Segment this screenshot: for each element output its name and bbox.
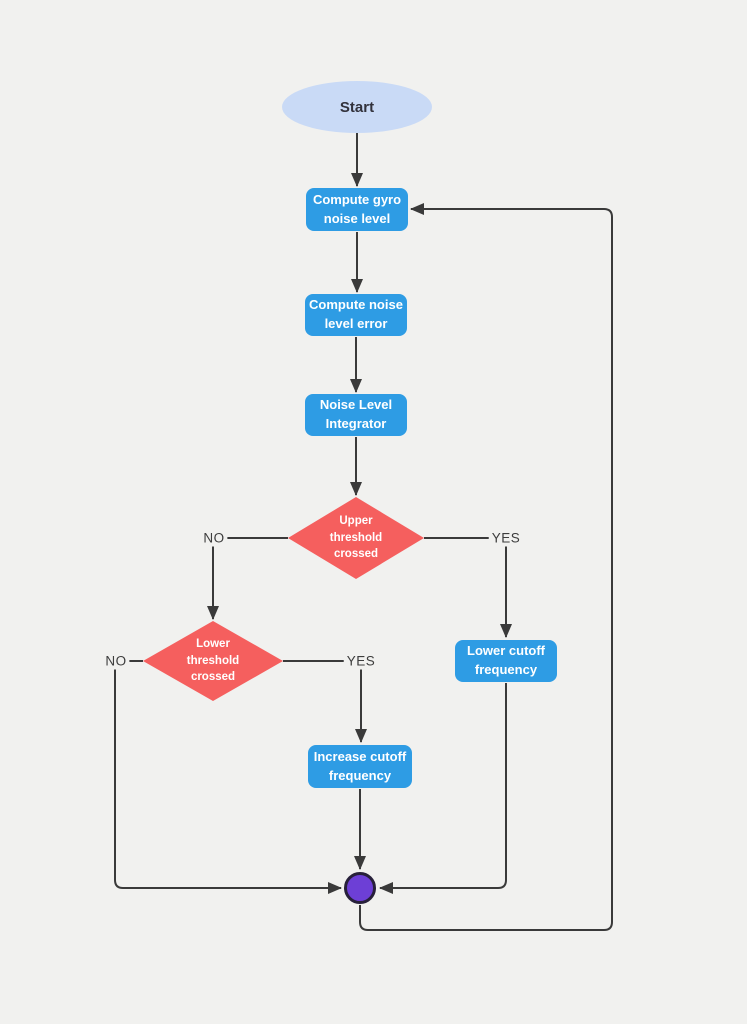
edge-lower-threshold-no-to-junction	[114, 660, 342, 894]
edge-upper-threshold-no-to-lower-threshold	[207, 537, 288, 620]
node-compute-noise-level-error: Compute noise level error	[305, 294, 407, 336]
edge-lower-threshold-yes-to-increase-cutoff	[283, 660, 367, 743]
node-upper-threshold-label: Upper threshold crossed	[329, 514, 383, 561]
node-compute-gyro-noise-level: Compute gyro noise level	[306, 188, 408, 231]
node-junction-connector	[344, 872, 376, 904]
node-increase-cutoff-frequency: Increase cutoff frequency	[308, 745, 412, 788]
edge-upper-threshold-yes-to-lower-cutoff	[424, 537, 512, 638]
node-compute-gyro-label: Compute gyro noise level	[312, 191, 402, 226]
edge-label-lower-yes: YES	[343, 652, 379, 670]
node-noise-level-integrator: Noise Level Integrator	[305, 394, 407, 436]
node-lower-cutoff-frequency: Lower cutoff frequency	[455, 640, 557, 682]
node-lower-cutoff-label: Lower cutoff frequency	[467, 643, 545, 677]
node-lower-threshold-label: Lower threshold crossed	[186, 637, 240, 684]
edge-label-lower-no: NO	[102, 652, 130, 670]
edge-label-upper-yes: YES	[488, 529, 524, 547]
node-compute-error-label: Compute noise level error	[309, 297, 403, 331]
edge-lower-cutoff-to-junction	[379, 683, 507, 894]
node-start-label: Start	[339, 98, 375, 116]
edge-junction-loop-to-compute-gyro	[359, 203, 613, 931]
edge-label-upper-no: NO	[200, 529, 228, 547]
node-start: Start	[282, 81, 432, 133]
node-increase-cutoff-label: Increase cutoff frequency	[313, 748, 407, 783]
node-integrator-label: Noise Level Integrator	[319, 397, 393, 431]
